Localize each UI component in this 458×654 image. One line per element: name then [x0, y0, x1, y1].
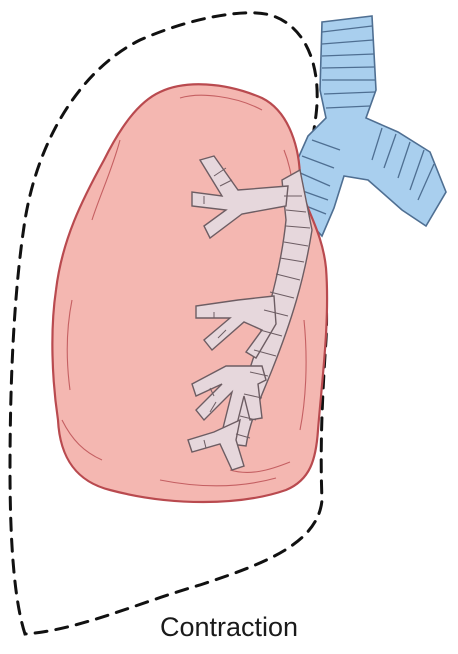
caption: Contraction — [0, 612, 458, 643]
